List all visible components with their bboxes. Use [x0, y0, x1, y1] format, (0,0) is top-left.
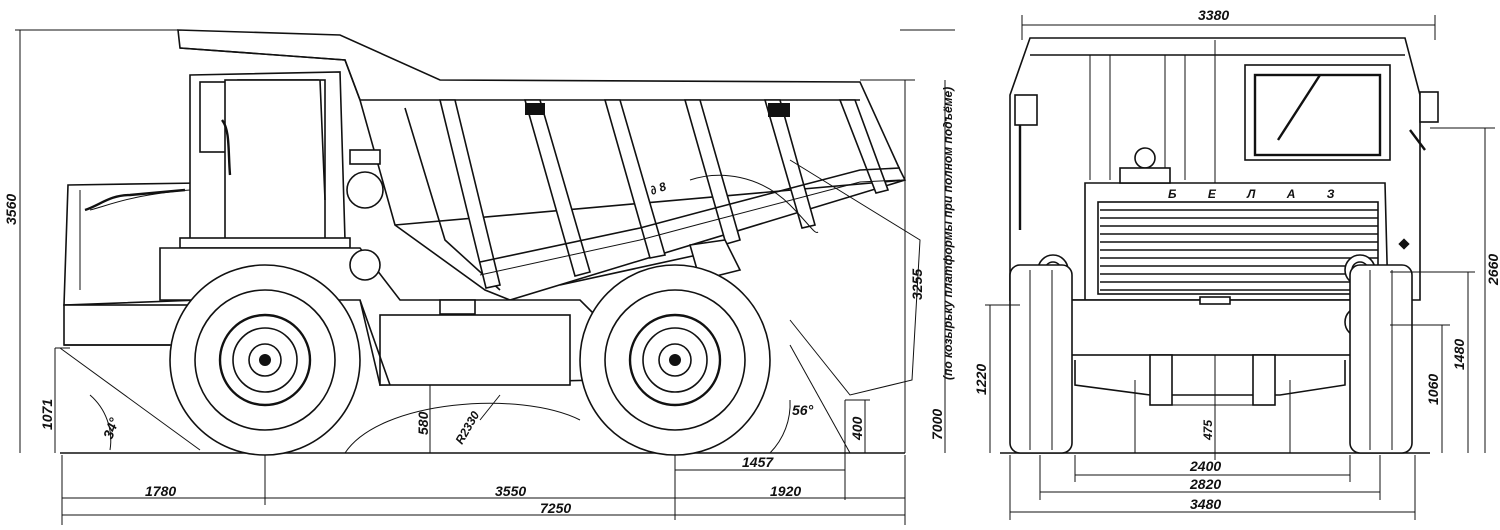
mirror-brackets	[1018, 125, 1426, 230]
dim-rear-overhang: 1920	[770, 483, 801, 499]
departure-arc	[769, 399, 791, 454]
dim-overall-length: 7250	[540, 500, 571, 516]
dim-wheelbase: 3550	[495, 483, 526, 499]
dim-axle-clearance: 475	[1201, 420, 1215, 441]
dim-overall-height: 3560	[3, 194, 19, 225]
clearance-arc	[344, 402, 581, 454]
dim-body-height: 2660	[1485, 254, 1500, 286]
dim-top-width: 3380	[1198, 7, 1229, 23]
side-view: ∂ 8	[3, 29, 955, 525]
left-mirror	[1014, 94, 1038, 126]
rear-wheel	[579, 264, 771, 456]
cab	[179, 71, 351, 249]
approach-arc	[89, 394, 112, 451]
dim-dump-height: 3255	[909, 269, 925, 300]
approach-line	[59, 347, 201, 451]
dim-body-tail-clearance: 400	[849, 416, 865, 441]
dim-track-inner: 2400	[1189, 458, 1221, 474]
dim-departure-angle: 56°	[792, 402, 814, 418]
front-dimension-lines	[985, 15, 1495, 520]
dump-body: ∂ 8	[177, 29, 921, 396]
dim-rear-overhang-offset: 1457	[742, 454, 774, 470]
front-cab	[1244, 64, 1391, 161]
right-mirror	[1419, 91, 1439, 123]
svg-text:∂ 8: ∂ 8	[648, 179, 668, 198]
dim-approach-angle: 34°	[100, 415, 122, 441]
front-view: Б Е Л А З	[973, 7, 1500, 520]
dim-ground-clearance: 580	[415, 411, 431, 435]
dim-frame-height: 1060	[1425, 374, 1441, 405]
departure-line	[789, 344, 851, 454]
dim-front-overhang: 1780	[145, 483, 176, 499]
dim-bumper-height: 1220	[973, 364, 989, 395]
radiator-grille	[1100, 209, 1378, 291]
dim-dump-height-note: (по козырьку платформы при полном подъём…	[941, 87, 955, 380]
dim-overall-width: 3480	[1190, 496, 1221, 512]
front-wheel	[169, 264, 361, 456]
dim-cab-front-height: 1071	[39, 399, 55, 430]
dim-track-outer: 2820	[1189, 476, 1221, 492]
brand-badge: Б Е Л А З	[1168, 187, 1348, 201]
dim-tire-radius: R2330	[452, 409, 482, 447]
front-hood: Б Е Л А З	[1084, 147, 1389, 301]
dim-headlight-height: 1480	[1451, 339, 1467, 370]
side-dimension-lines	[15, 29, 955, 525]
front-view-tires	[1009, 264, 1413, 454]
dim-tipped-height: 7000	[929, 409, 945, 440]
